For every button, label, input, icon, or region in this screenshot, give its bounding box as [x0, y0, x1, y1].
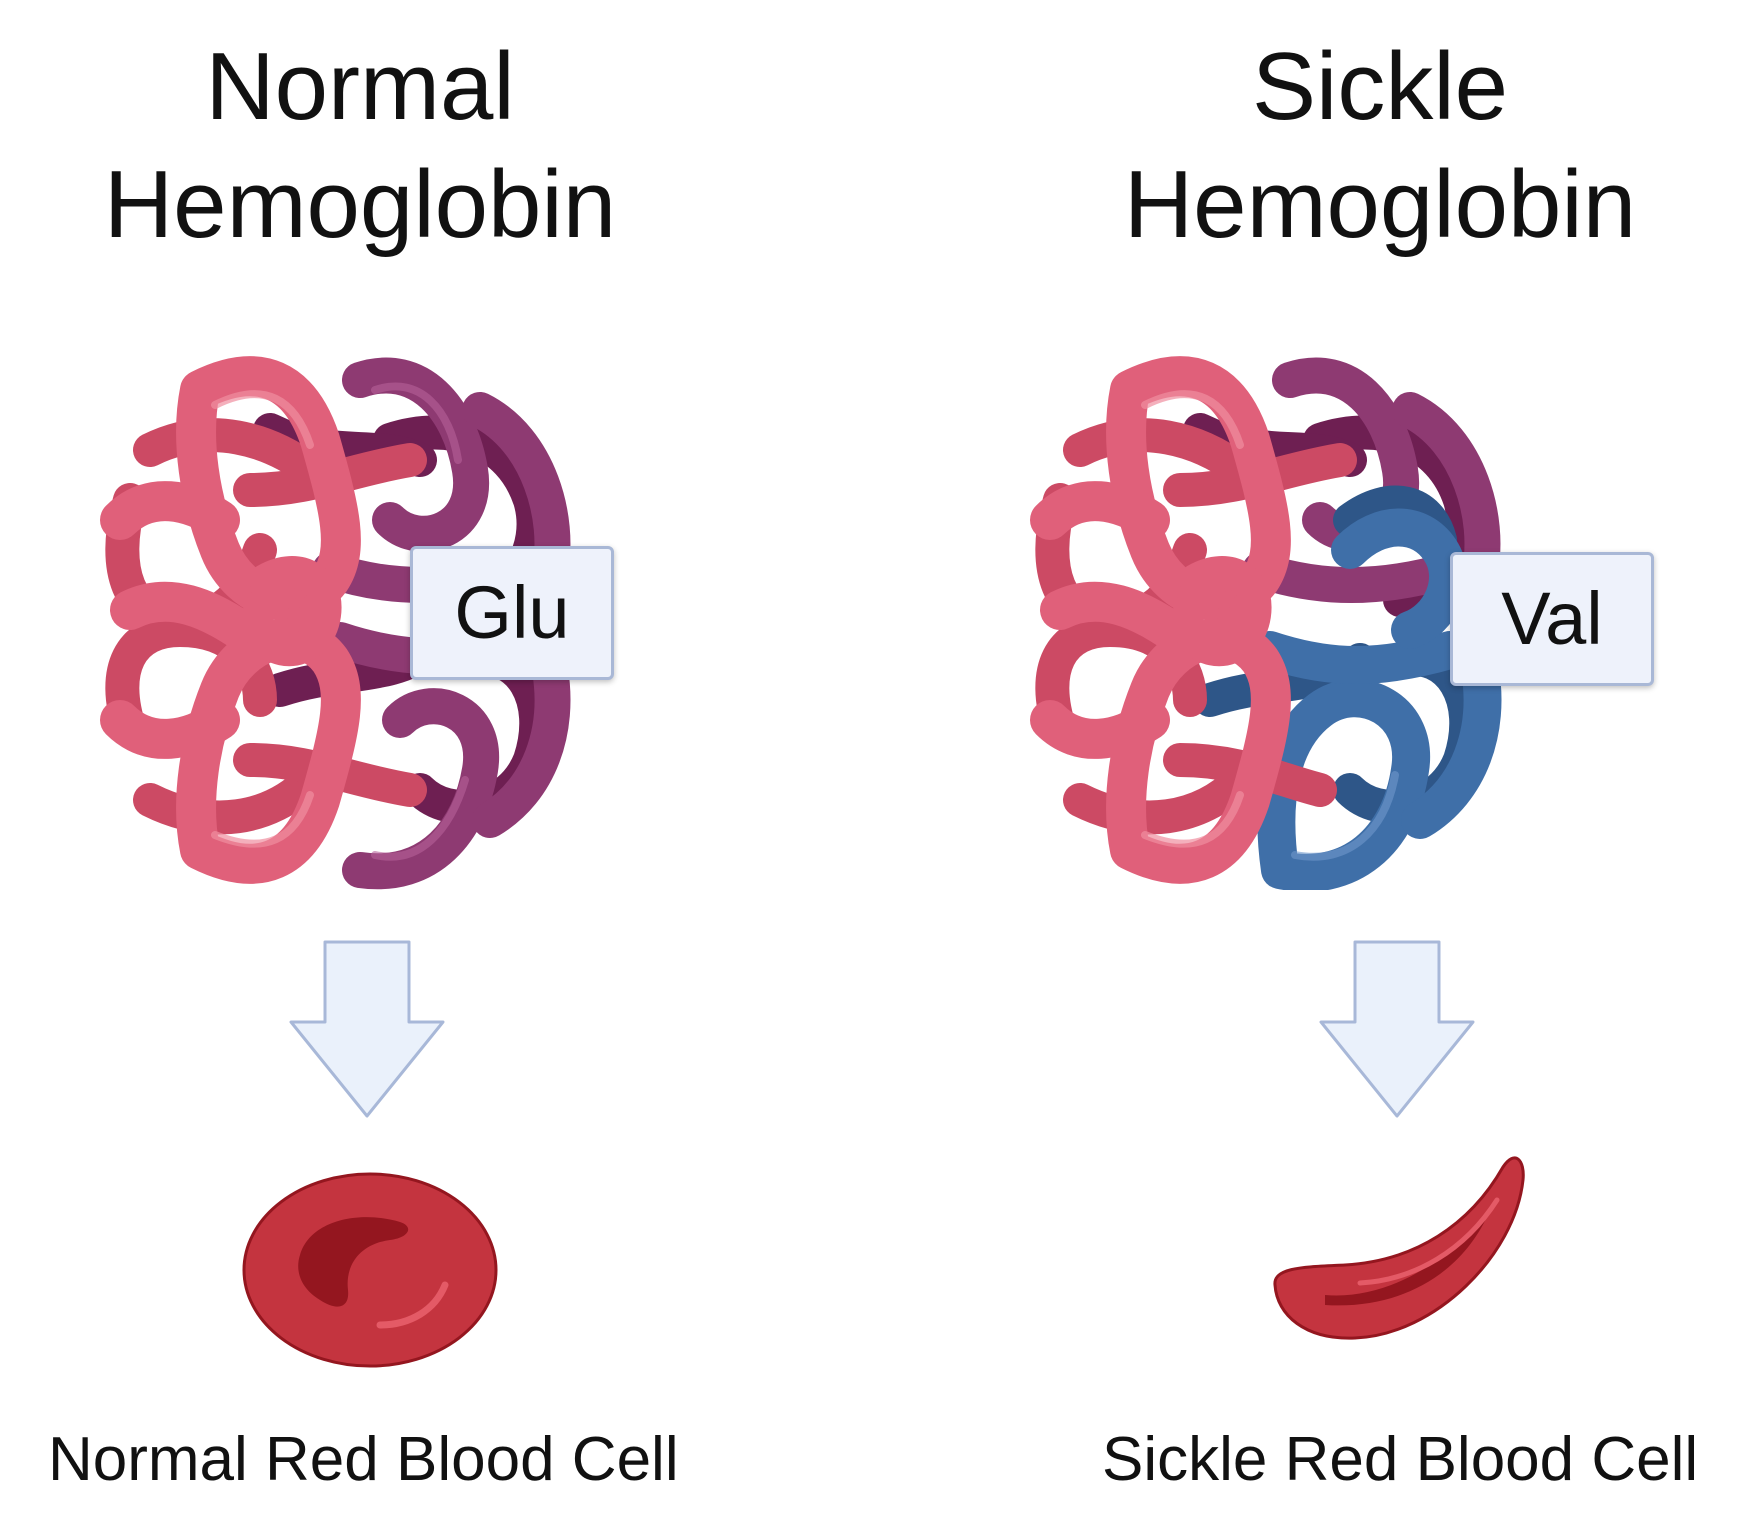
- sickle-cell-caption: Sickle Red Blood Cell: [1102, 1425, 1699, 1494]
- title-line-2: Hemoglobin: [1123, 151, 1637, 258]
- normal-red-blood-cell-icon: [242, 1172, 498, 1368]
- sickle-red-blood-cell-icon: [1273, 1156, 1525, 1340]
- normal-cell-caption: Normal Red Blood Cell: [48, 1425, 679, 1494]
- normal-hemoglobin-protein-icon: [100, 356, 571, 890]
- title-line-2: Hemoglobin: [103, 151, 617, 258]
- normal-hemoglobin-panel: Normal Hemoglobin: [0, 28, 720, 1494]
- down-arrow-icon: [1319, 940, 1475, 1118]
- title-line-1: Sickle: [1251, 33, 1509, 140]
- sickle-hemoglobin-panel: Sickle Hemoglobin: [870, 0, 1740, 1516]
- val-residue-label: Val: [1450, 552, 1654, 686]
- down-arrow-icon: [289, 940, 445, 1118]
- title-line-1: Normal: [205, 33, 515, 140]
- glu-residue-label: Glu: [410, 546, 614, 680]
- normal-hemoglobin-title: Normal Hemoglobin: [0, 28, 720, 264]
- sickle-hemoglobin-title: Sickle Hemoglobin: [1020, 28, 1740, 264]
- sickle-hemoglobin-protein-icon: [1030, 356, 1502, 890]
